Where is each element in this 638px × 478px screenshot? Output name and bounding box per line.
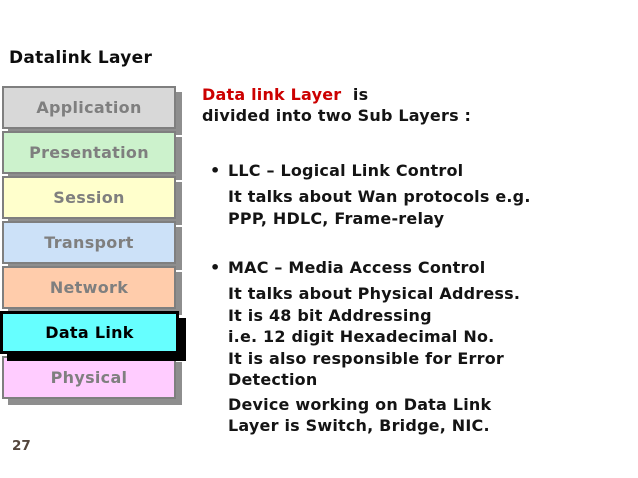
layer-label: Network (49, 278, 129, 297)
bullet-mac-line: It is 48 bit Addressing (228, 305, 432, 325)
bullet-mac-line: It is also responsible for Error (228, 348, 504, 368)
bullet-marker: • (210, 258, 221, 277)
layer-label: Application (36, 98, 142, 117)
bullet-llc-title: LLC – Logical Link Control (228, 161, 464, 180)
bullet-mac-title-row: • MAC – Media Access Control (202, 257, 638, 279)
bullet-llc-title-row: • LLC – Logical Link Control (202, 160, 638, 182)
bullet-llc: • LLC – Logical Link Control It talks ab… (202, 160, 638, 229)
page-number: 27 (12, 438, 31, 454)
layer-box-transport: Transport (2, 221, 176, 264)
layer-box-presentation: Presentation (2, 131, 176, 174)
bullet-mac-line: It talks about Physical Address. (228, 284, 521, 303)
bullet-llc-line: It talks about Wan protocols e.g. (228, 187, 531, 206)
bullet-mac-device-note: Device working on Data Link Layer is Swi… (228, 394, 638, 437)
lead-heading-line1: Data link Layer is (202, 84, 638, 105)
content-panel: Data link Layer is divided into two Sub … (202, 84, 638, 437)
layer-label: Session (53, 188, 125, 207)
bullet-llc-body: It talks about Wan protocols e.g. PPP, H… (228, 186, 638, 229)
lead-heading-line2: divided into two Sub Layers : (202, 106, 472, 125)
layer-label: Physical (50, 368, 128, 387)
layer-label: Presentation (29, 143, 149, 162)
bullet-mac-body: It talks about Physical Address. It is 4… (228, 283, 638, 391)
bullet-mac-line: Layer is Switch, Bridge, NIC. (228, 416, 490, 435)
bullet-mac-line: Detection (228, 370, 318, 389)
bullet-mac-line: i.e. 12 digit Hexadecimal No. (228, 327, 495, 346)
layer-label: Data Link (45, 323, 134, 342)
lead-heading-red: Data link Layer (202, 85, 342, 104)
layer-box-data-link-highlighted: Data Link (0, 311, 179, 354)
lead-heading-suffix: is (341, 85, 369, 104)
bullet-llc-line: PPP, HDLC, Frame-relay (228, 208, 445, 228)
bullet-mac-title: MAC – Media Access Control (228, 258, 486, 277)
layer-box-session: Session (2, 176, 176, 219)
layer-box-physical: Physical (2, 356, 176, 399)
osi-layer-stack: Application Presentation Session Transpo… (0, 86, 179, 401)
layer-label: Transport (44, 233, 134, 252)
bullet-marker: • (210, 161, 221, 180)
layer-box-application: Application (2, 86, 176, 129)
bullet-mac-line: Device working on Data Link (228, 394, 492, 414)
bullet-mac: • MAC – Media Access Control It talks ab… (202, 257, 638, 437)
layer-box-network: Network (2, 266, 176, 309)
page-title: Datalink Layer (9, 48, 153, 68)
